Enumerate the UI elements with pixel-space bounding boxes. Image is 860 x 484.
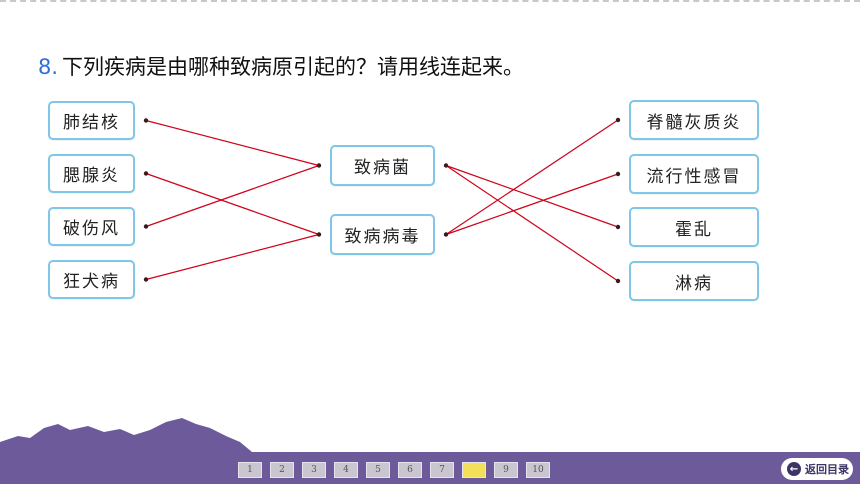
connection-endpoint-dot	[443, 232, 449, 237]
left-disease-box-4[interactable]: 狂犬病	[48, 260, 135, 299]
page-button-9[interactable]: 9	[494, 462, 518, 478]
left-disease-box-2[interactable]: 腮腺炎	[48, 154, 135, 193]
page-button-5[interactable]: 5	[366, 462, 390, 478]
right-disease-box-2[interactable]: 流行性感冒	[629, 154, 759, 194]
connection-endpoint-dot	[615, 117, 621, 123]
page-button-2[interactable]: 2	[270, 462, 294, 478]
page-button-4[interactable]: 4	[334, 462, 358, 478]
top-dashed-border	[0, 0, 860, 2]
connection-endpoint-dot	[316, 232, 322, 237]
question-text: 8.下列疾病是由哪种致病原引起的？请用线连起来。	[38, 50, 524, 84]
right-disease-box-4[interactable]: 淋病	[629, 261, 759, 301]
right-disease-box-3[interactable]: 霍乱	[629, 207, 759, 247]
question-number: 8.	[38, 55, 59, 79]
connection-line-p2-r1	[445, 119, 619, 235]
page-button-6[interactable]: 6	[398, 462, 422, 478]
back-button-label: 返回目录	[805, 463, 849, 476]
connection-endpoint-dot	[143, 118, 149, 123]
page-button-8[interactable]: 8	[462, 462, 486, 478]
back-arrow-icon: ←	[787, 462, 801, 476]
connection-endpoint-dot	[615, 224, 621, 230]
mountain-decoration	[0, 418, 252, 456]
page-button-10[interactable]: 10	[526, 462, 550, 478]
right-disease-box-1[interactable]: 脊髓灰质炎	[629, 100, 759, 140]
connection-endpoint-dot	[143, 277, 149, 282]
back-to-contents-button[interactable]: ← 返回目录	[781, 458, 853, 480]
connection-endpoint-dot	[143, 224, 149, 229]
question-body: 下列疾病是由哪种致病原引起的？请用线连起来。	[62, 55, 525, 79]
page-navigation: 1 2 3 4 5 6 7 8 9 10	[238, 462, 550, 478]
connection-line-d4-p2	[145, 233, 320, 281]
connection-endpoint-dot	[143, 171, 149, 176]
pathogen-box-virus[interactable]: 致病病毒	[330, 214, 435, 255]
left-disease-box-3[interactable]: 破伤风	[48, 207, 135, 246]
left-disease-box-1[interactable]: 肺结核	[48, 101, 135, 140]
connection-line-p1-r3	[445, 164, 619, 228]
page-button-7[interactable]: 7	[430, 462, 454, 478]
connection-line-d2-p2	[145, 172, 320, 236]
connection-line-d3-p1	[145, 164, 320, 228]
page-button-1[interactable]: 1	[238, 462, 262, 478]
connection-endpoint-dot	[316, 163, 322, 168]
connection-line-p2-r2	[445, 173, 619, 236]
connection-line-p1-r4	[445, 165, 619, 282]
page-button-3[interactable]: 3	[302, 462, 326, 478]
connection-line-d1-p1	[145, 119, 320, 167]
pathogen-box-bacteria[interactable]: 致病菌	[330, 145, 435, 186]
connection-endpoint-dot	[615, 278, 621, 284]
connection-endpoint-dot	[443, 163, 449, 168]
connection-endpoint-dot	[615, 171, 621, 177]
